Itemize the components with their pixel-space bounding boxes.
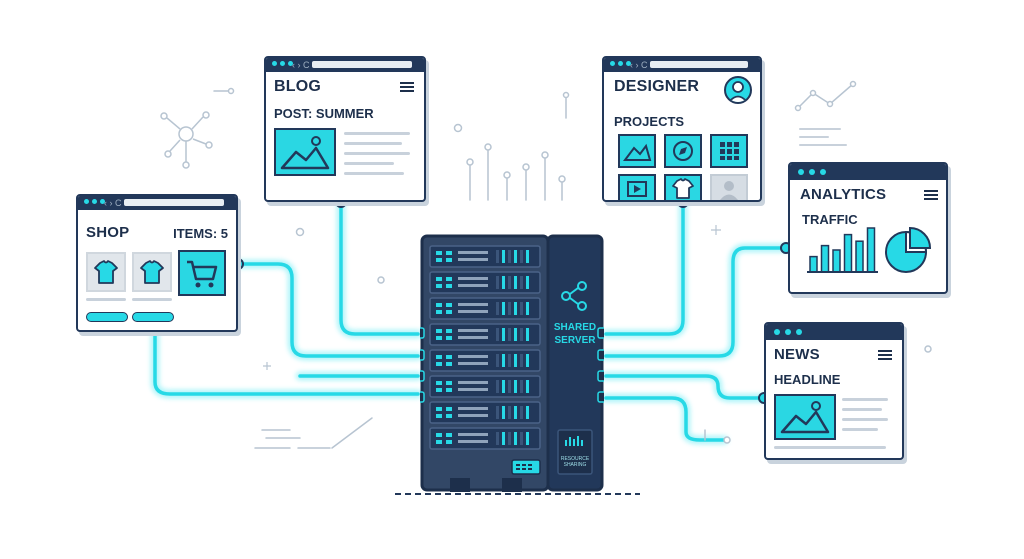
traffic-bar (843, 233, 853, 273)
video-icon[interactable] (618, 174, 656, 200)
analytics-traffic-label: TRAFFIC (802, 212, 858, 227)
rack-unit (429, 271, 541, 294)
share-icon (561, 281, 587, 311)
analytics-window: ANALYTICS TRAFFIC (788, 162, 948, 294)
add-to-cart-button[interactable] (132, 312, 174, 322)
rack-unit (429, 245, 541, 268)
blog-window: ‹ › C BLOG POST: SUMMER (264, 56, 426, 202)
traffic-bar (832, 249, 841, 273)
user-placeholder-icon[interactable] (710, 174, 748, 200)
rack-unit (429, 427, 541, 450)
server-label: SHARED SERVER (553, 322, 597, 346)
blog-title: BLOG (274, 78, 322, 95)
news-title: NEWS (774, 346, 820, 363)
image-icon (274, 128, 336, 176)
menu-icon[interactable] (924, 190, 938, 200)
image-icon (774, 394, 836, 440)
network-node-icon (160, 111, 213, 169)
tshirt-icon[interactable] (664, 174, 702, 200)
rack-unit (429, 349, 541, 372)
traffic-bar (809, 255, 818, 273)
traffic-bar (855, 240, 864, 273)
shopping-cart-icon[interactable] (178, 250, 226, 296)
shop-title: SHOP (86, 224, 130, 241)
rack-unit (429, 375, 541, 398)
news-headline: HEADLINE (774, 372, 841, 387)
tshirt-icon[interactable] (132, 252, 172, 292)
blog-post-label: POST: SUMMER (274, 106, 374, 121)
rack-unit (429, 323, 541, 346)
image-icon[interactable] (618, 134, 656, 168)
rack-unit (429, 401, 541, 424)
traffic-bar (866, 227, 876, 273)
rack-unit (429, 297, 541, 320)
news-window: NEWS HEADLINE (764, 322, 904, 460)
menu-icon[interactable] (878, 350, 892, 360)
grid-icon[interactable] (710, 134, 748, 168)
designer-window: ‹ › C DESIGNER PROJECTS (602, 56, 762, 202)
traffic-bar (820, 244, 830, 273)
designer-projects-label: PROJECTS (614, 114, 685, 129)
compass-icon[interactable] (664, 134, 702, 168)
avatar (724, 76, 752, 104)
designer-title: DESIGNER (614, 78, 700, 95)
pie-chart-icon (885, 226, 932, 273)
shop-items-count: ITEMS: 5 (173, 226, 228, 241)
analytics-title: ANALYTICS (800, 186, 887, 203)
menu-icon[interactable] (400, 82, 414, 92)
shared-server: SHARED SERVER RESOURCE SHARING (420, 234, 604, 492)
add-to-cart-button[interactable] (86, 312, 128, 322)
shop-window: ‹ › C SHOP ITEMS: 5 (76, 194, 238, 332)
tshirt-icon[interactable] (86, 252, 126, 292)
resource-sharing-badge: RESOURCE SHARING (560, 456, 590, 468)
traffic-bar-chart (807, 227, 878, 273)
